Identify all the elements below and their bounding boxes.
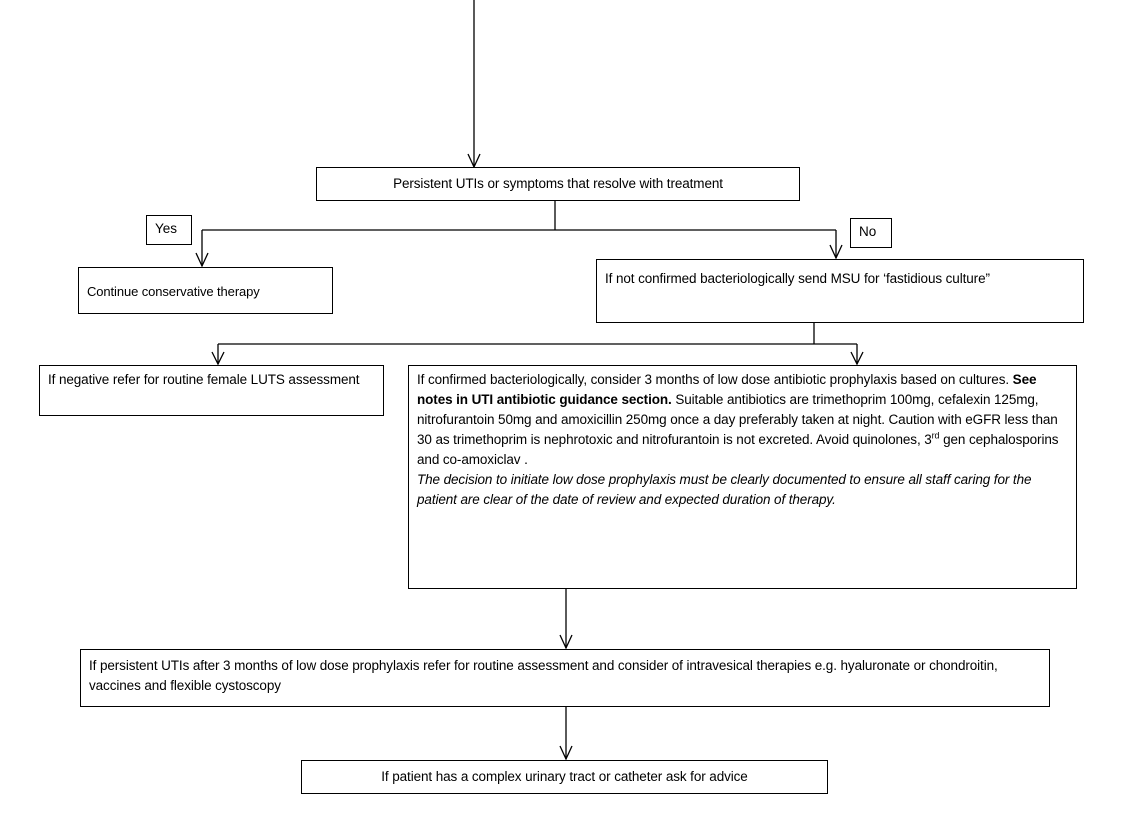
- confirmed-text-1: If confirmed bacteriologically, consider…: [417, 372, 1013, 387]
- arrowhead-confirmed: [850, 351, 864, 366]
- arrowhead-no: [829, 244, 843, 260]
- label-no-text: No: [859, 224, 877, 239]
- node-negative-refer: If negative refer for routine female LUT…: [39, 365, 384, 416]
- confirmed-italic-note: The decision to initiate low dose prophy…: [417, 472, 1032, 507]
- node-continue-conservative: Continue conservative therapy: [78, 267, 333, 314]
- node-after-prophylaxis: If persistent UTIs after 3 months of low…: [80, 649, 1050, 707]
- arrowhead-negative: [211, 351, 225, 366]
- node-complex-tract: If patient has a complex urinary tract o…: [301, 760, 828, 794]
- label-yes-text: Yes: [155, 221, 178, 236]
- confirmed-text-sup: rd: [931, 430, 940, 441]
- node-persistent-utis: Persistent UTIs or symptoms that resolve…: [316, 167, 800, 201]
- node-confirmed-prophylaxis: If confirmed bacteriologically, consider…: [408, 365, 1077, 589]
- confirmed-text-3: gen cephalosporins and co-amoxiclav .: [417, 432, 1059, 467]
- node-persistent-utis-text: Persistent UTIs or symptoms that resolve…: [393, 176, 723, 191]
- node-negative-refer-text: If negative refer for routine female LUT…: [48, 372, 360, 387]
- node-after-prophylaxis-text: If persistent UTIs after 3 months of low…: [89, 658, 998, 693]
- node-not-confirmed-text: If not confirmed bacteriologically send …: [605, 271, 990, 286]
- node-continue-conservative-text: Continue conservative therapy: [87, 284, 260, 299]
- node-complex-tract-text: If patient has a complex urinary tract o…: [381, 769, 748, 784]
- arrowhead-after: [559, 634, 573, 650]
- label-no: No: [850, 218, 892, 248]
- node-not-confirmed: If not confirmed bacteriologically send …: [596, 259, 1084, 323]
- label-yes: Yes: [146, 215, 192, 245]
- arrowhead-yes: [195, 252, 209, 268]
- confirmed-text-bold: See notes in UTI antibiotic guidance sec…: [417, 372, 1037, 407]
- confirmed-main-paragraph: If confirmed bacteriologically, consider…: [417, 370, 1068, 470]
- confirmed-text-2: Suitable antibiotics are trimethoprim 10…: [417, 392, 1058, 447]
- arrowhead-complex: [559, 745, 573, 761]
